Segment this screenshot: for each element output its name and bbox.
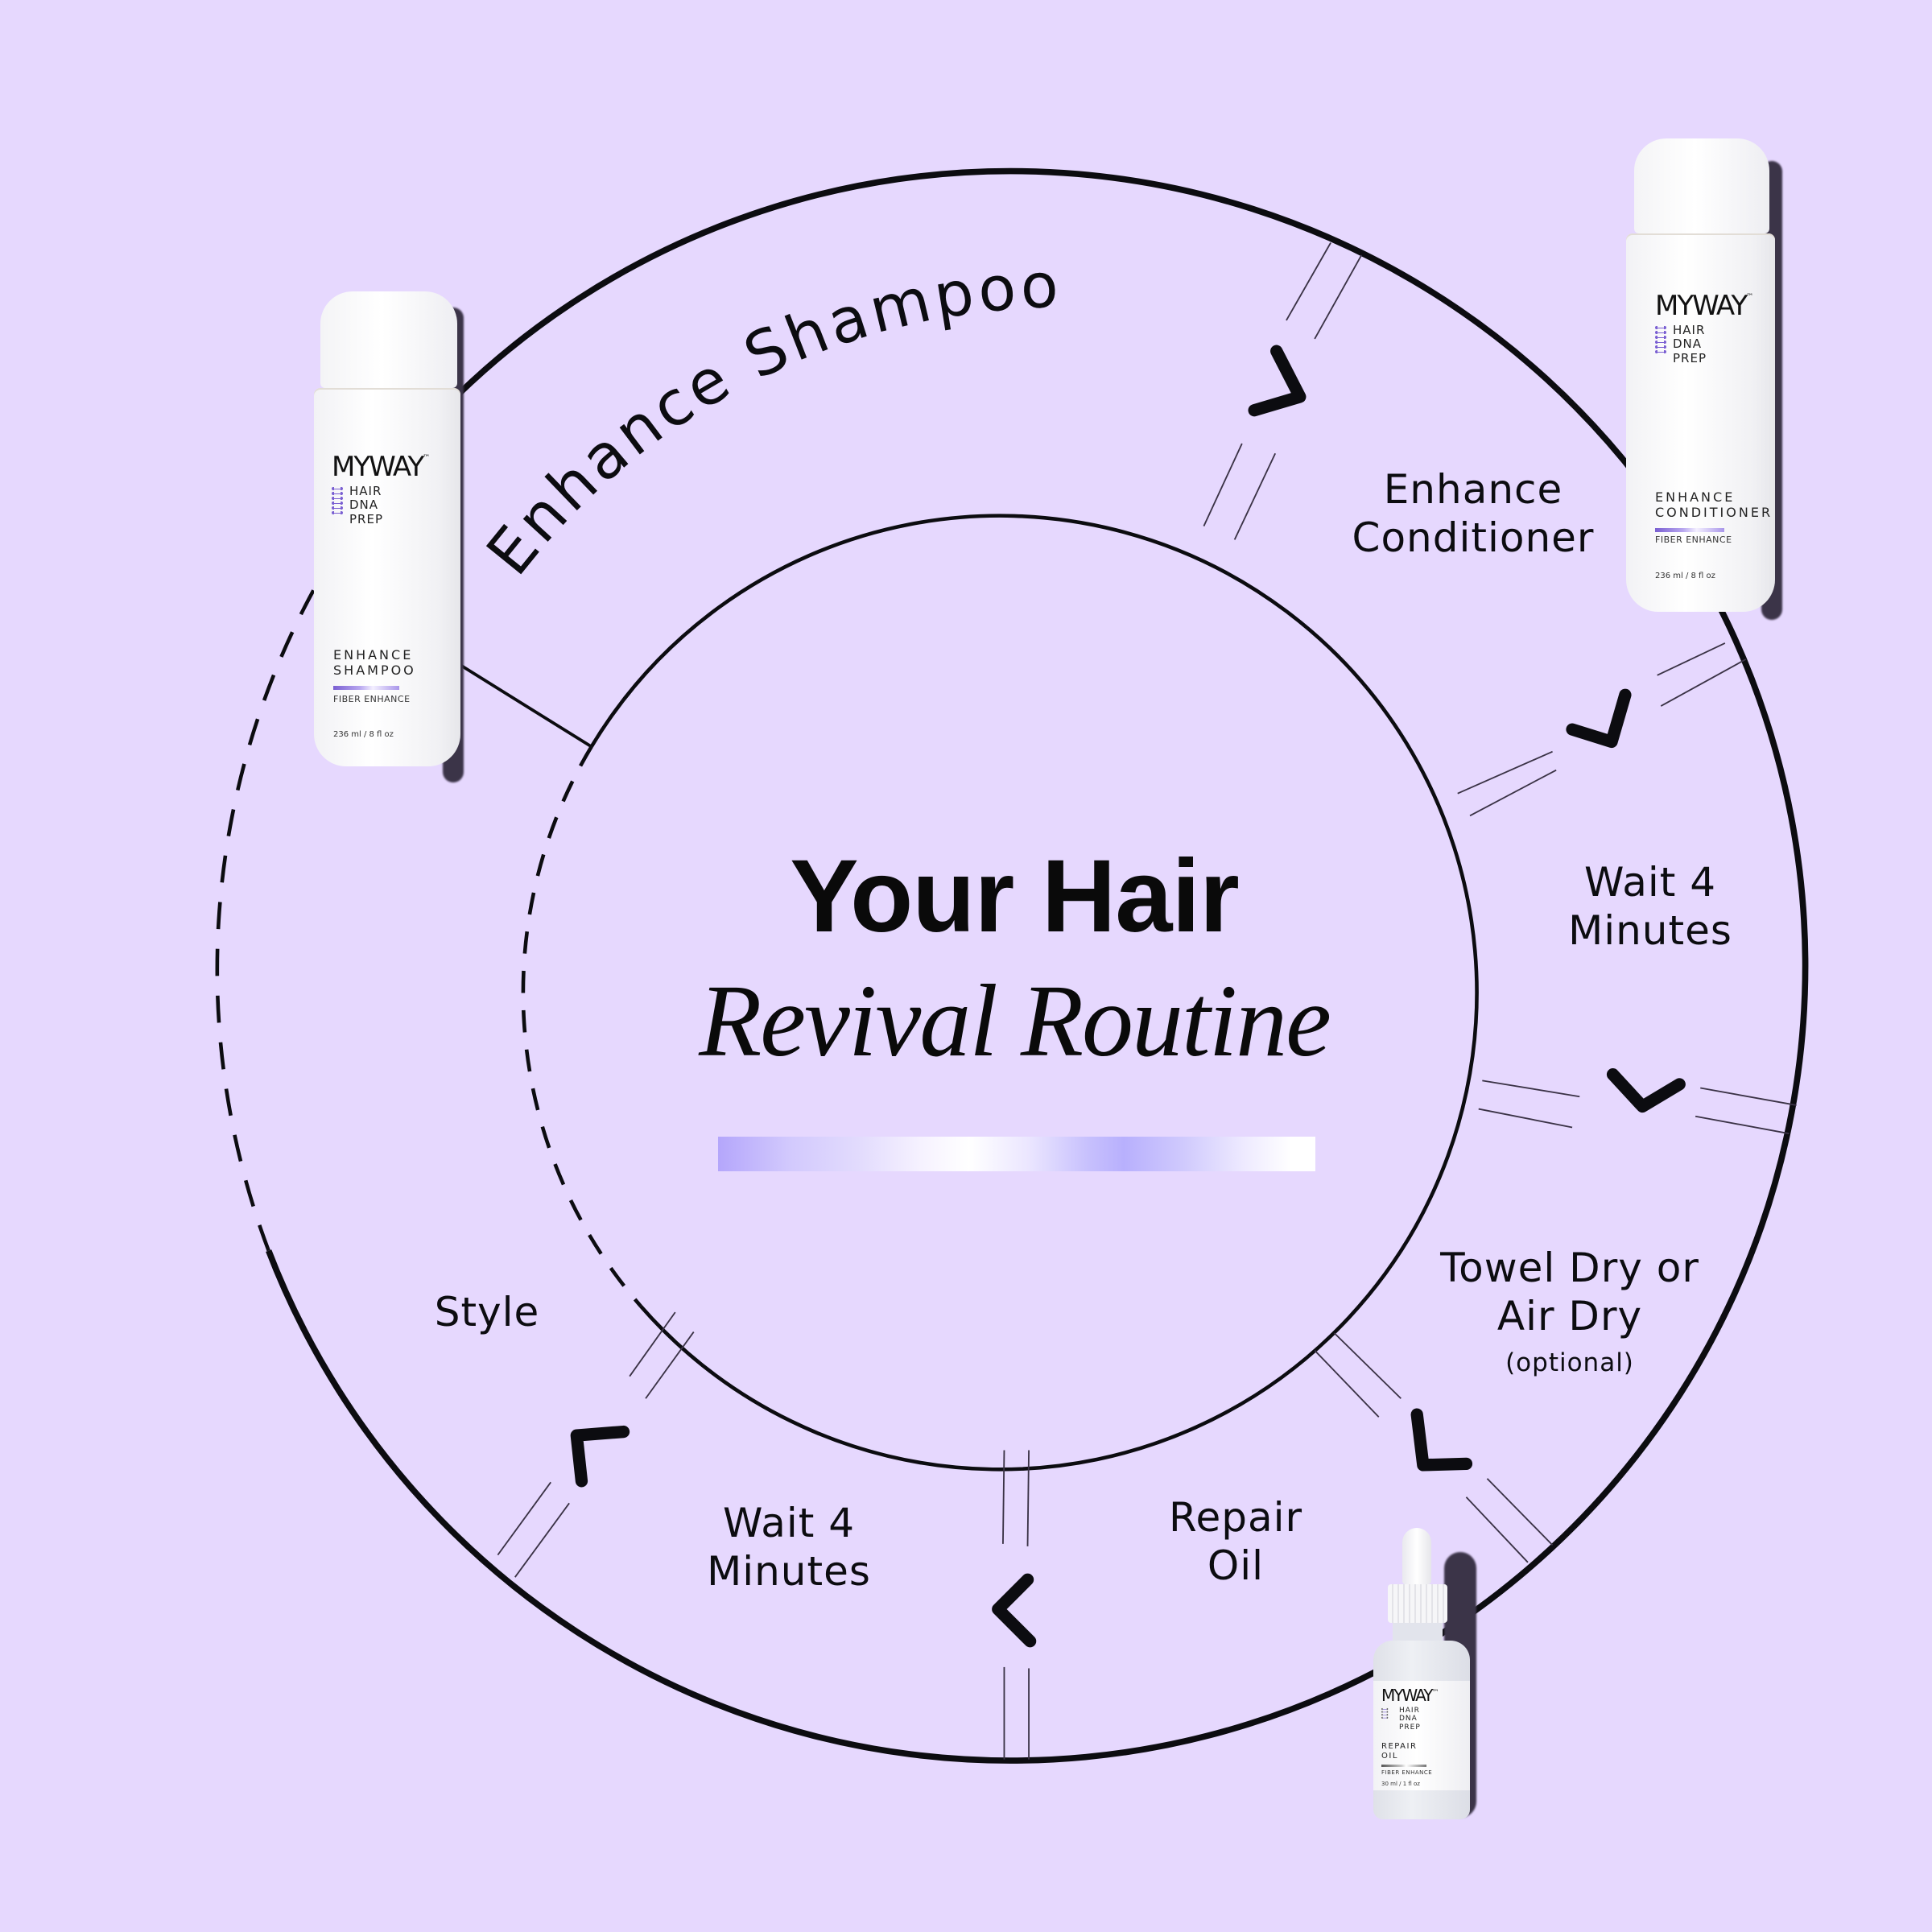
- step-dividers: [497, 242, 1797, 1760]
- brand-logo: MYWAY™: [1381, 1686, 1439, 1705]
- product-volume: 236 ml / 8 fl oz: [1655, 572, 1715, 580]
- chevron-icon: [1606, 1068, 1686, 1113]
- shampoo-connector-line: [460, 663, 592, 749]
- brand-logo: MYWAY™: [1655, 290, 1754, 322]
- step-label-towel-dry: Towel Dry or Air Dry (optional): [1393, 1244, 1747, 1378]
- optional-note: (optional): [1505, 1348, 1634, 1377]
- outer-ring-dashed: [215, 588, 316, 1252]
- product-subtitle: FIBER ENHANCE: [1655, 535, 1732, 545]
- step-label-wait-4-minutes-2: Wait 4 Minutes: [707, 1500, 871, 1595]
- product-volume: 30 ml / 1 fl oz: [1381, 1781, 1420, 1787]
- page-subtitle: Revival Routine: [699, 964, 1331, 1078]
- page-title: Your Hair: [790, 839, 1240, 954]
- chevron-icon: [1410, 1408, 1473, 1472]
- product-volume: 236 ml / 8 fl oz: [333, 730, 394, 739]
- inner-ring-dashed: [521, 745, 642, 1307]
- brand-logo: MYWAY™: [332, 451, 431, 483]
- step-label-enhance-conditioner: Enhance Conditioner: [1352, 466, 1595, 561]
- step-label-enhance-shampoo: Enhance Shampoo: [473, 250, 1063, 588]
- step-label-style: Style: [434, 1289, 540, 1335]
- chevron-icon: [1566, 688, 1632, 749]
- outer-ring-solid: [266, 167, 1809, 1764]
- chevron-icon: [1248, 345, 1307, 417]
- product-subtitle: FIBER ENHANCE: [1381, 1769, 1433, 1776]
- product-subtitle: FIBER ENHANCE: [333, 694, 411, 704]
- gradient-divider: [718, 1137, 1315, 1171]
- step-label-repair-oil: Repair Oil: [1168, 1494, 1303, 1589]
- step-label-wait-4-minutes: Wait 4 Minutes: [1568, 859, 1732, 954]
- chevron-icon: [570, 1425, 630, 1488]
- chevron-icon: [992, 1573, 1037, 1648]
- inner-ring-solid: [589, 514, 1479, 1472]
